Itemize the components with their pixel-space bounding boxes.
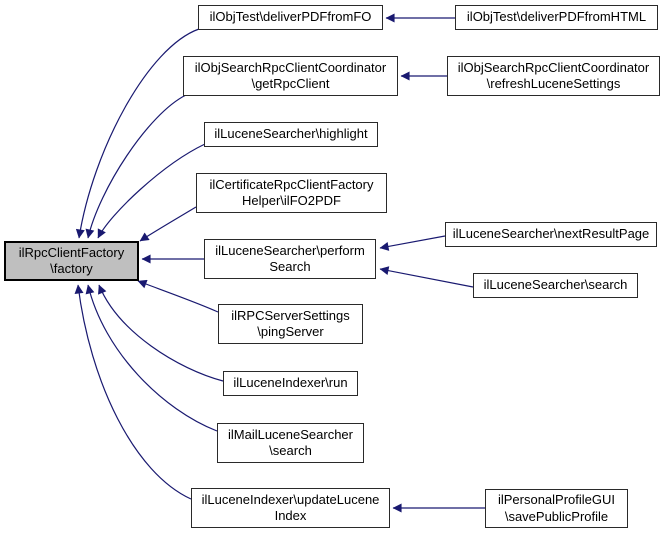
node-updateLuceneIndex[interactable]: ilLuceneIndexer\updateLucene Index (191, 488, 390, 528)
node-savePublicProfile[interactable]: ilPersonalProfileGUI \savePublicProfile (485, 489, 628, 528)
node-deliverPDFfromFO[interactable]: ilObjTest\deliverPDFfromFO (198, 5, 383, 30)
node-search[interactable]: ilLuceneSearcher\search (473, 273, 638, 298)
edge-updateLuceneIndex-to-factory (74, 284, 192, 500)
node-factory: ilRpcClientFactory \factory (4, 241, 139, 281)
edge-getRpcClient-to-factory (85, 94, 187, 239)
node-deliverPDFfromHTML[interactable]: ilObjTest\deliverPDFfromHTML (455, 5, 658, 30)
edge-highlight-to-factory (97, 143, 206, 239)
node-getRpcClient[interactable]: ilObjSearchRpcClientCoordinator \getRpcC… (183, 56, 398, 96)
node-mailSearch[interactable]: ilMailLuceneSearcher \search (217, 423, 364, 463)
node-run[interactable]: ilLuceneIndexer\run (223, 371, 358, 396)
edge-run-to-factory (98, 284, 224, 382)
node-refreshLuceneSettings[interactable]: ilObjSearchRpcClientCoordinator \refresh… (447, 56, 660, 96)
node-pingServer[interactable]: ilRPCServerSettings \pingServer (218, 304, 363, 344)
edge-ilFO2PDF-to-factory (139, 206, 197, 242)
edge-deliverPDFfromFO-to-factory (75, 28, 200, 239)
edge-mailSearch-to-factory (85, 284, 218, 432)
edge-search-to-performSearch (379, 266, 474, 288)
node-highlight[interactable]: ilLuceneSearcher\highlight (204, 122, 378, 147)
edge-nextResultPage-to-performSearch (379, 235, 446, 251)
edge-pingServer-to-factory (137, 279, 219, 313)
node-performSearch[interactable]: ilLuceneSearcher\perform Search (204, 239, 376, 279)
node-ilFO2PDF[interactable]: ilCertificateRpcClientFactory Helper\ilF… (196, 173, 387, 213)
node-nextResultPage[interactable]: ilLuceneSearcher\nextResultPage (445, 222, 657, 247)
